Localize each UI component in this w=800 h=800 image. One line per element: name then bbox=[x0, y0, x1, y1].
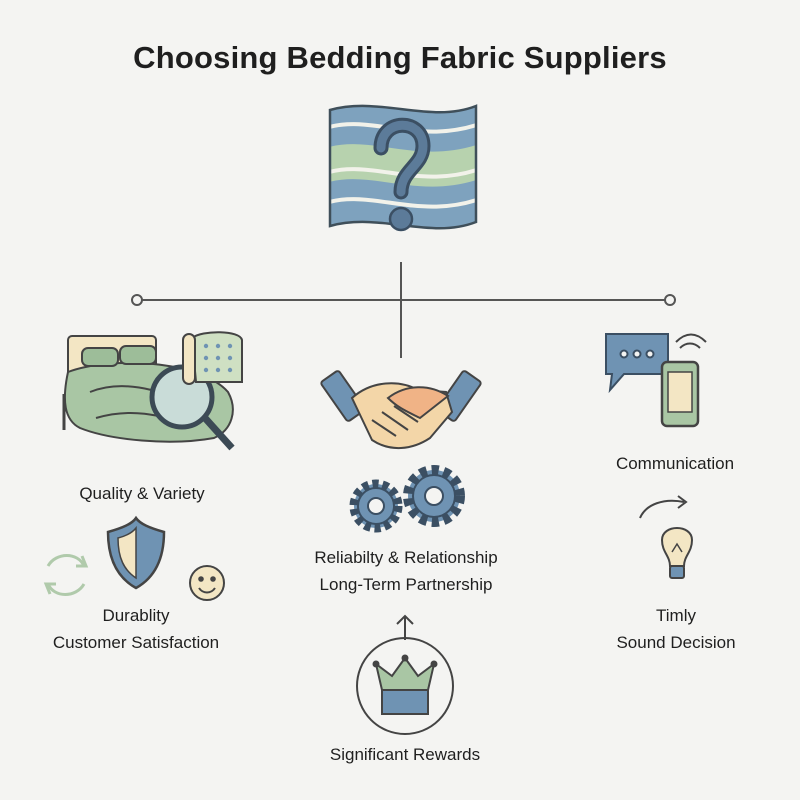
gears-icon bbox=[349, 465, 465, 533]
handshake-icon bbox=[320, 370, 482, 450]
right-sub-labels: Timly Sound Decision bbox=[590, 602, 762, 656]
label-timely: Timly bbox=[656, 606, 696, 625]
label-durability: Durablity bbox=[102, 606, 170, 625]
refresh-icon bbox=[43, 554, 89, 596]
connector-node-right bbox=[664, 294, 676, 306]
question-flag-icon bbox=[328, 104, 478, 232]
up-arrow-icon bbox=[396, 614, 414, 640]
smiley-icon bbox=[189, 565, 225, 601]
smartphone-icon bbox=[660, 333, 707, 428]
chat-bubble-icon bbox=[605, 333, 669, 394]
center-labels: Reliabilty & Relationship Long-Term Part… bbox=[290, 544, 522, 598]
diagram-title: Choosing Bedding Fabric Suppliers bbox=[133, 40, 667, 75]
lightbulb-icon bbox=[639, 495, 694, 579]
fabric-swatch-icon bbox=[182, 331, 243, 385]
left-sub-labels: Durablity Customer Satisfaction bbox=[30, 602, 242, 656]
label-significant-rewards: Significant Rewards bbox=[329, 745, 481, 764]
shield-icon bbox=[106, 515, 166, 590]
label-long-term-partnership: Long-Term Partnership bbox=[319, 575, 493, 594]
crown-icon bbox=[356, 637, 454, 735]
label-reliability-relationship: Reliabilty & Relationship bbox=[314, 548, 498, 567]
connector-node-left bbox=[131, 294, 143, 306]
label-customer-satisfaction: Customer Satisfaction bbox=[52, 633, 220, 652]
label-sound-decision: Sound Decision bbox=[616, 633, 736, 652]
connector-lines bbox=[137, 262, 670, 358]
label-communication: Communication bbox=[615, 454, 735, 473]
label-quality-variety: Quality & Variety bbox=[79, 484, 205, 503]
